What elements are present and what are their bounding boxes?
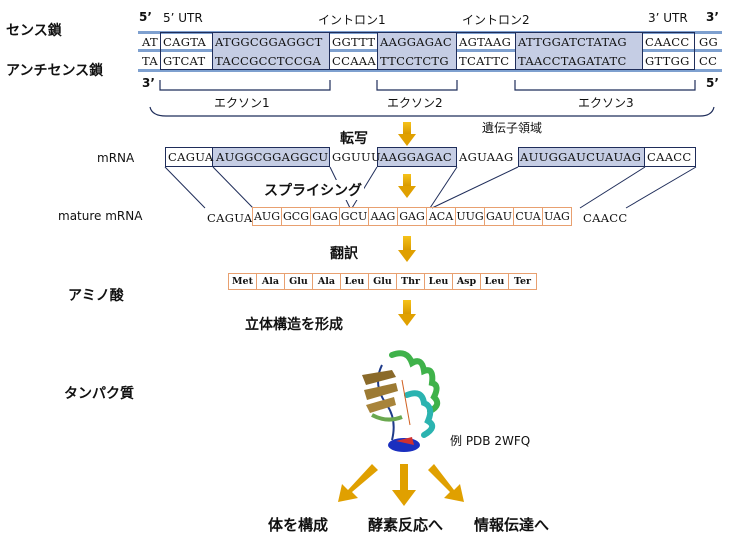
five-prime-bottom: 5’ [706, 76, 719, 90]
splicing-arrow [398, 174, 416, 198]
mrna-exon2-box [377, 147, 457, 167]
intron1-label: イントロン1 [318, 13, 386, 27]
sense-seg-2: ATGGCGGAGGCT [215, 35, 323, 49]
codon-cell: AUG [252, 207, 282, 226]
amino-acid-cell: Thr [396, 273, 425, 290]
mrna-seg-4: AGUAAG [459, 150, 514, 164]
amino-acid-cell: Glu [368, 273, 397, 290]
amino-acid-cell: Ala [312, 273, 341, 290]
gene-region-label: 遺伝子領域 [478, 119, 547, 136]
exon1-box [212, 32, 330, 70]
amino-acid-label: アミノ酸 [68, 288, 124, 304]
splicing-label: スプライシング [262, 180, 364, 200]
outcome-arrows [338, 464, 464, 506]
antisense-seg-2: TACCGCCTCCGA [215, 54, 322, 68]
five-prime-top: 5’ [139, 10, 152, 24]
protein-caption: 例 PDB 2WFQ [450, 434, 531, 448]
antisense-seg-6: TAACCTAGATATC [518, 54, 627, 68]
sense-seg-6: ATTGGATCTATAG [518, 35, 627, 49]
antisense-strand-label: アンチセンス鎖 [6, 63, 104, 79]
outcome-enzyme: 酵素反応へ [368, 516, 444, 534]
splicing-lines [164, 166, 697, 209]
utr5-label: 5’ UTR [163, 11, 203, 25]
transcription-arrow [398, 122, 416, 146]
amino-acid-cell: Ter [508, 273, 537, 290]
amino-acid-cell: Ala [256, 273, 285, 290]
protein-label: タンパク質 [64, 386, 134, 402]
protein-structure-image [362, 350, 441, 452]
mrna-seg-0: CAGUA [168, 150, 214, 164]
mature-mrna-label: mature mRNA [58, 209, 143, 223]
sense-strand-label: センス鎖 [6, 23, 62, 39]
antisense-seg-7: GTTGG [645, 54, 690, 68]
exon2-label: エクソン2 [387, 96, 443, 110]
exon1-label: エクソン1 [214, 96, 270, 110]
sense-seg-0: AT [142, 35, 158, 49]
antisense-seg-1: GTCAT [163, 54, 206, 68]
sense-seg-3: GGTTT [332, 35, 376, 49]
mrna-seg-6: CAACC [647, 150, 692, 164]
intron2-label: イントロン2 [462, 13, 530, 27]
amino-acid-cell: Glu [284, 273, 313, 290]
mrna-label: mRNA [97, 151, 135, 165]
codon-cell: AAG [368, 207, 398, 226]
outcome-signaling: 情報伝達へ [474, 516, 550, 534]
exon2-box [377, 32, 457, 70]
antisense-seg-4: TTCCTCTG [380, 54, 449, 68]
codon-cell: GCG [281, 207, 311, 226]
transcription-label: 転写 [340, 131, 368, 147]
amino-acid-cell: Met [228, 273, 257, 290]
codon-cell: UUG [455, 207, 485, 226]
folding-label: 立体構造を形成 [245, 317, 343, 333]
mrna-seg-1: AUGGCGGAGGCU [216, 150, 329, 164]
utr3-label: 3’ UTR [648, 11, 688, 25]
codon-cell: GCU [339, 207, 369, 226]
exon3-label: エクソン3 [578, 96, 634, 110]
translation-arrow [398, 236, 416, 262]
mature-utr3: CAACC [583, 211, 628, 225]
codon-cell: UAG [542, 207, 572, 226]
sense-seg-1: CAGTA [163, 35, 207, 49]
codon-cell: GAU [484, 207, 514, 226]
codon-cell: CUA [513, 207, 543, 226]
three-prime-top: 3’ [706, 10, 719, 24]
sense-seg-4: AAGGAGAC [380, 35, 452, 49]
mrna-seg-2: GGUUU [332, 150, 381, 164]
antisense-seg-5: TCATTC [459, 54, 510, 68]
antisense-seg-3: CCAAA [332, 54, 377, 68]
three-prime-bottom: 3’ [142, 76, 155, 90]
exon-bracket-lines [149, 80, 715, 117]
mrna-utr3-box [644, 147, 696, 167]
utr3-box [642, 32, 695, 70]
antisense-seg-0: TA [142, 54, 158, 68]
mrna-seg-5: AUUGGAUCUAUAG [520, 150, 642, 164]
codon-cell: GAG [310, 207, 340, 226]
mature-utr5: CAGUA [207, 211, 253, 225]
sense-seg-8: GG [699, 35, 718, 49]
codon-cell: ACA [426, 207, 456, 226]
codon-cell: GAG [397, 207, 427, 226]
sense-seg-5: AGTAAG [459, 35, 512, 49]
mrna-exon1-box [212, 147, 330, 167]
amino-acid-cell: Leu [340, 273, 369, 290]
sense-seg-7: CAACC [645, 35, 690, 49]
exon3-box [515, 32, 643, 70]
folding-arrow [398, 300, 416, 326]
amino-acid-cell: Leu [424, 273, 453, 290]
antisense-strand-line [138, 69, 722, 72]
outcome-structure: 体を構成 [268, 516, 329, 534]
amino-acid-cell: Leu [480, 273, 509, 290]
antisense-seg-8: CC [699, 54, 718, 68]
amino-acid-cell: Asp [452, 273, 481, 290]
mrna-seg-3: AAGGAGAC [380, 150, 452, 164]
translation-label: 翻訳 [330, 246, 358, 262]
